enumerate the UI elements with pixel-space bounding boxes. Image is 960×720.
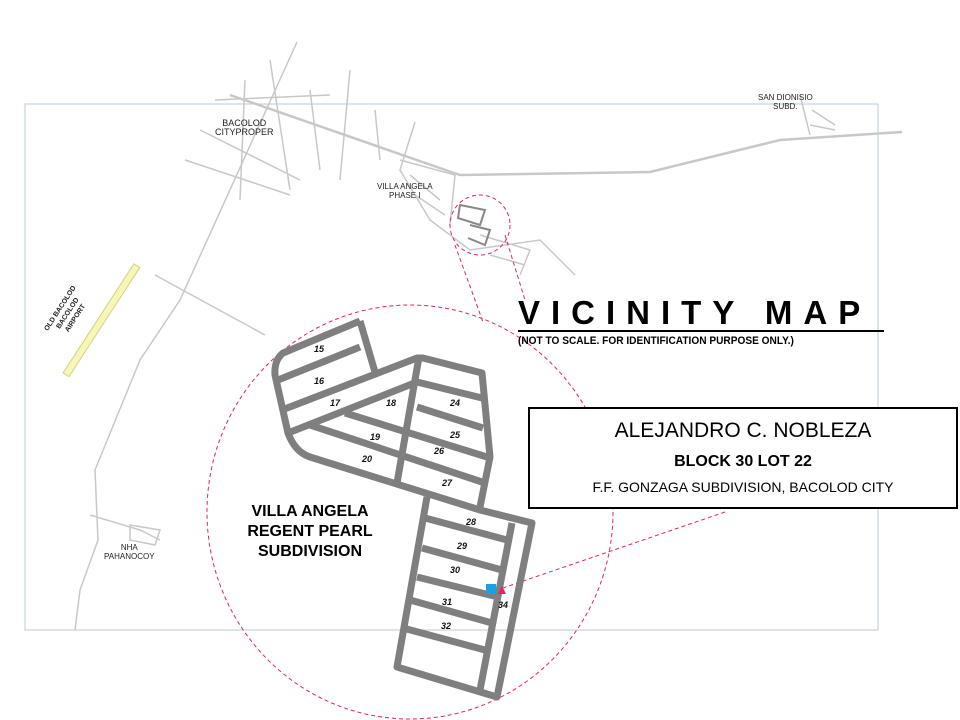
map-subtitle: (NOT TO SCALE. FOR IDENTIFICATION PURPOS… [518, 335, 794, 347]
lot-label: 34 [498, 600, 509, 610]
address: F.F. GONZAGA SUBDIVISION, BACOLOD CITY [592, 479, 894, 495]
lot-label: 20 [362, 454, 373, 464]
lot-label: 31 [442, 597, 453, 607]
lot-marker[interactable] [486, 584, 496, 594]
airport-runway [62, 263, 141, 378]
place-villa-angela: VILLA ANGELA [377, 182, 433, 191]
subdivision-roads [271, 317, 536, 701]
place-bacolod-2: CITYPROPER [215, 127, 274, 137]
owner-info-box: ALEJANDRO C. NOBLEZA BLOCK 30 LOT 22 F.F… [528, 407, 958, 509]
lot-label: 28 [466, 517, 477, 527]
subdivision-line-1: VILLA ANGELA [251, 503, 369, 520]
lot-label: 24 [450, 398, 461, 408]
lot-label: 17 [330, 398, 341, 408]
lot-label: 19 [370, 432, 381, 442]
subdivision-line-3: SUBDIVISION [257, 543, 362, 560]
lot-label: 18 [386, 398, 397, 408]
lot-label: 30 [450, 565, 461, 575]
owner-name: ALEJANDRO C. NOBLEZA [614, 419, 872, 442]
lot-label: 16 [314, 376, 325, 386]
place-san-dionisio: SAN DIONISIO [758, 93, 813, 102]
map-frame [24, 103, 879, 631]
map-title: VICINITY MAP [518, 296, 884, 332]
place-villa-angela-2: PHASE I [389, 191, 421, 200]
subdivision-label: VILLA ANGELA REGENT PEARL SUBDIVISION [228, 502, 392, 562]
subdivision-line-2: REGENT PEARL [247, 523, 373, 540]
place-san-dionisio-2: SUBD. [773, 102, 798, 111]
dashed-circles [206, 194, 726, 720]
lot-label: 26 [434, 446, 445, 456]
villa-angela-phase1-blocks [456, 203, 492, 247]
thin-roads [74, 41, 903, 631]
pointer-arrow-icon [498, 586, 506, 594]
lot-label: 25 [450, 430, 461, 440]
lot-label: 27 [442, 478, 453, 488]
place-nha: NHA [120, 543, 138, 552]
block-lot: BLOCK 30 LOT 22 [674, 453, 812, 470]
place-nha-2: PAHANOCOY [104, 552, 155, 561]
lot-label: 29 [457, 541, 468, 551]
lot-label: 32 [441, 621, 452, 631]
place-bacolod: BACOLOD [222, 118, 267, 128]
lot-label: 15 [314, 344, 325, 354]
